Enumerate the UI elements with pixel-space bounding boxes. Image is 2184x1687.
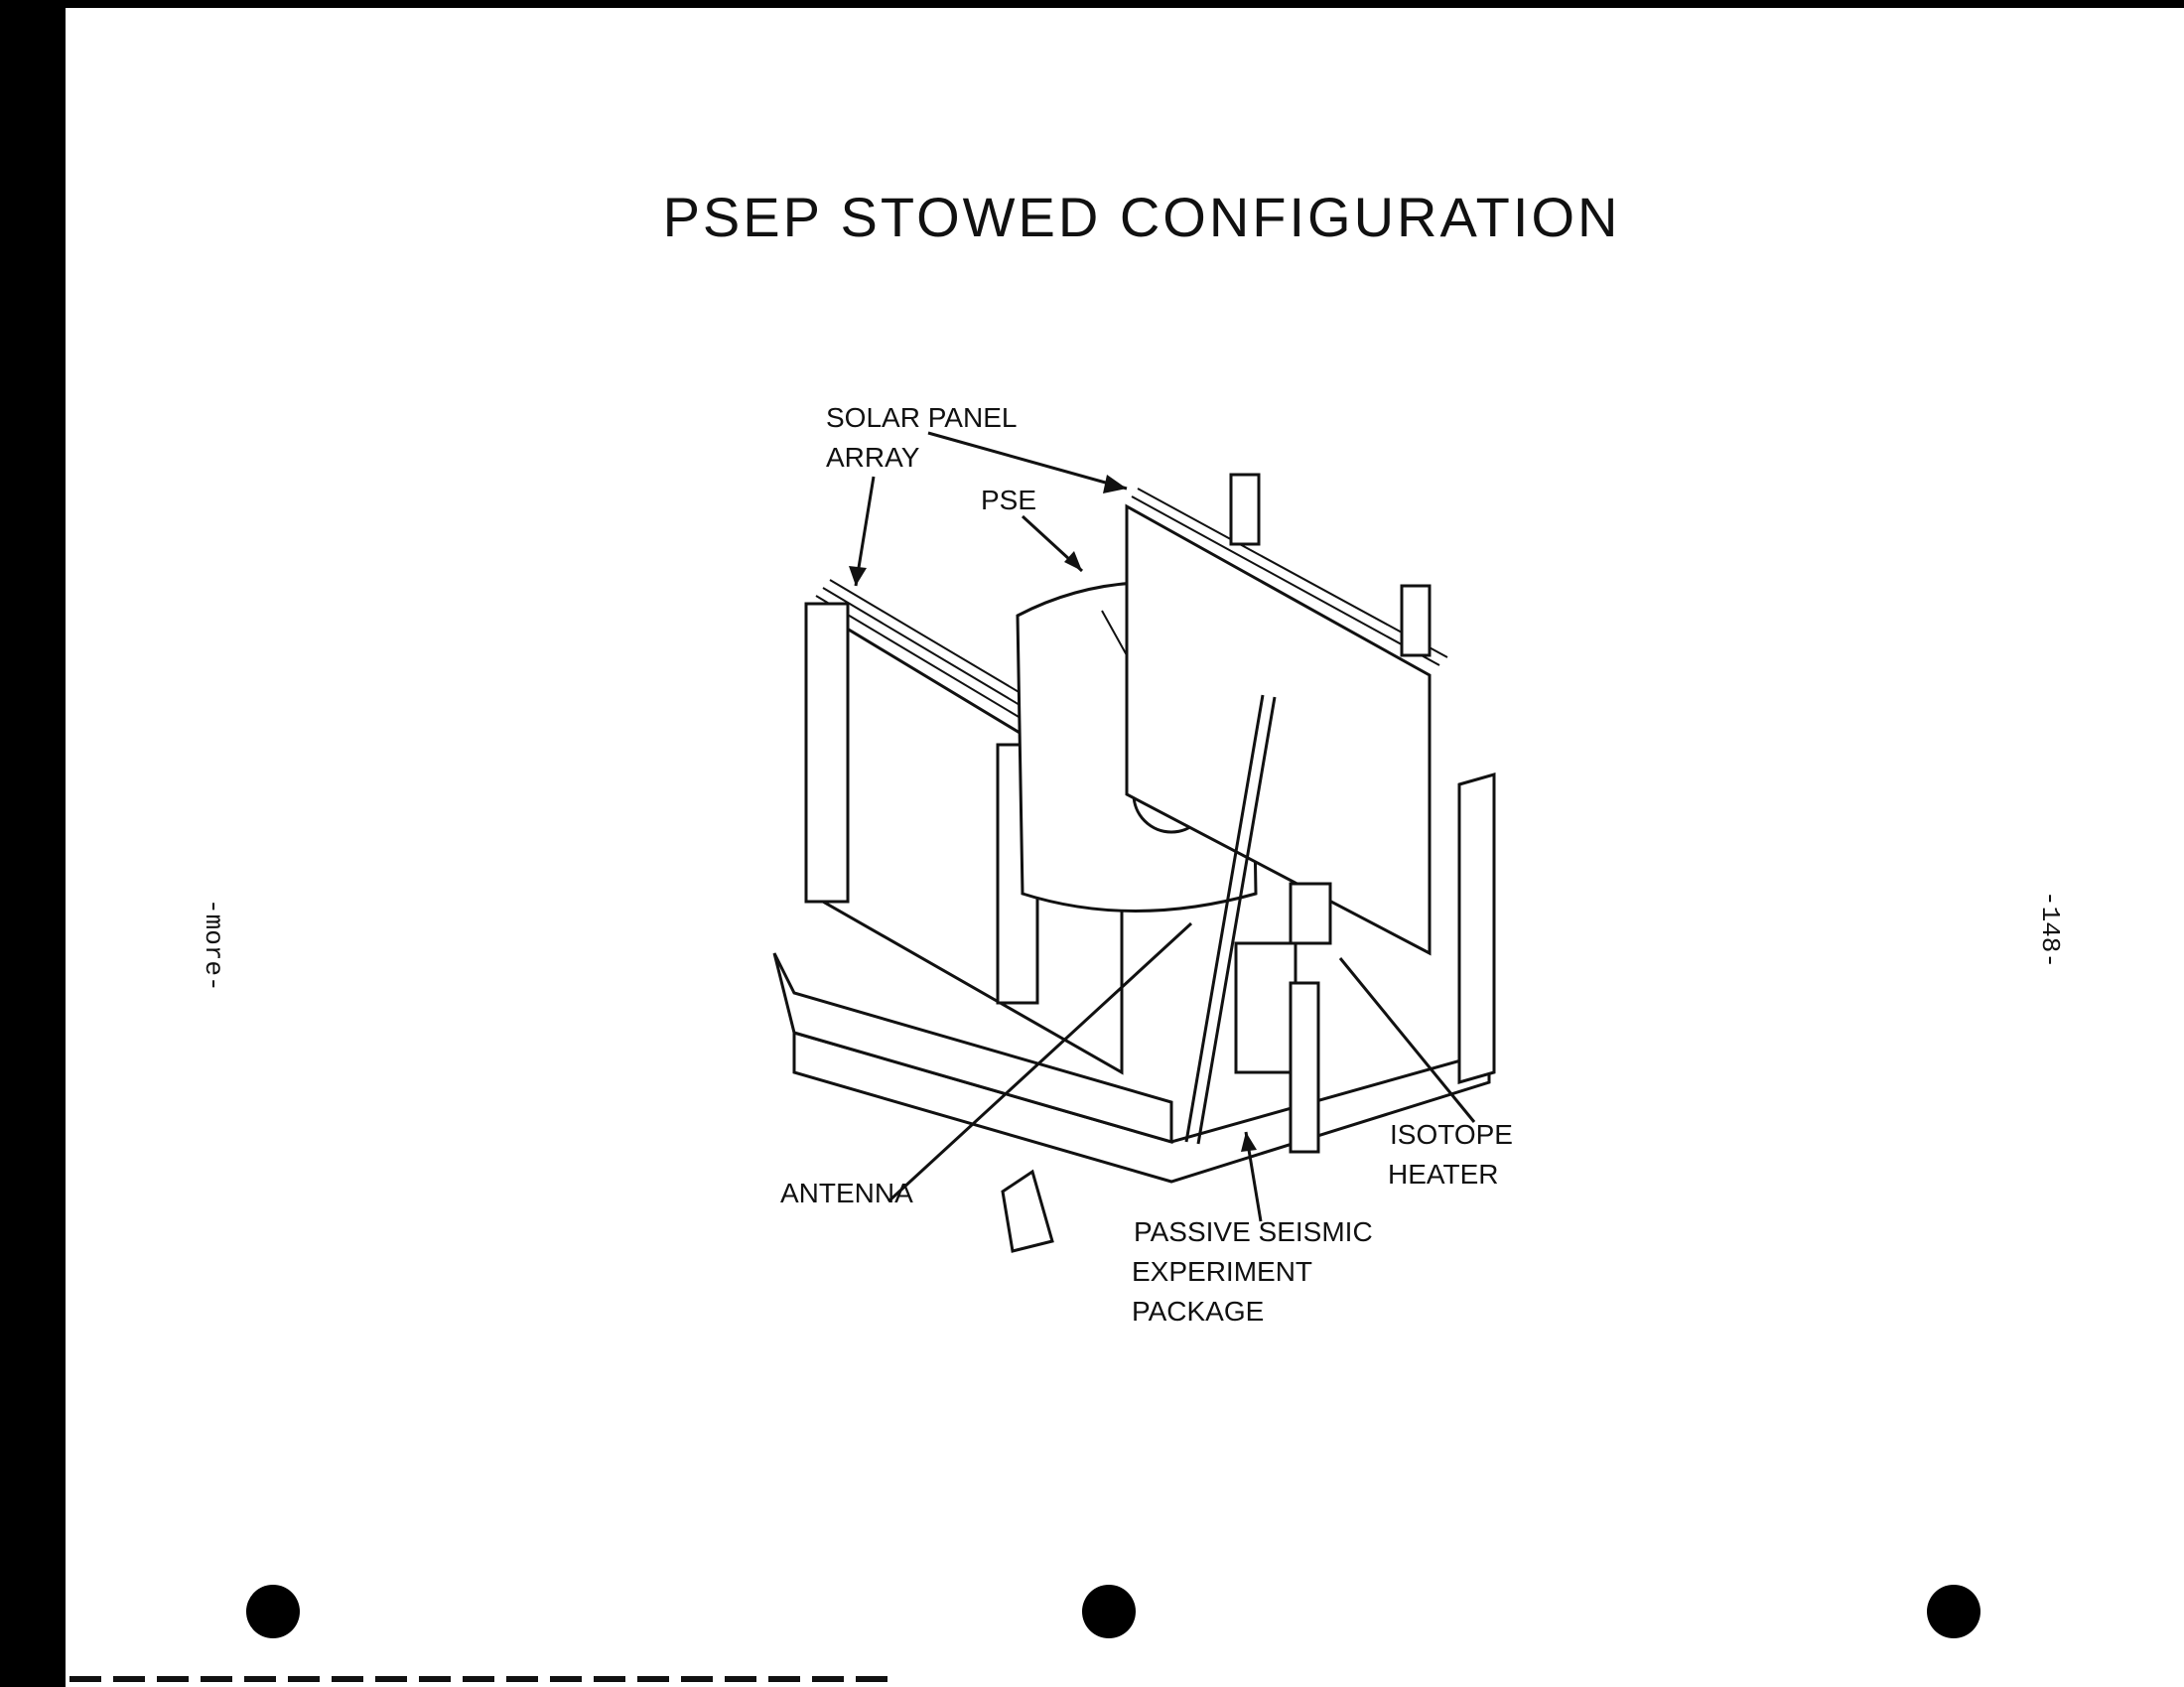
punch-hole-left <box>246 1585 300 1638</box>
label-isotope-line1: ISOTOPE <box>1390 1119 1513 1150</box>
scan-border-left <box>0 0 66 1687</box>
label-pse: PSE <box>981 485 1036 515</box>
bottom-dash-rule <box>69 1676 893 1682</box>
label-solar-panel-line1: SOLAR PANEL <box>826 402 1017 433</box>
psep-illustration <box>772 473 1496 1253</box>
front-foot <box>1001 1169 1054 1253</box>
label-passive-line2: EXPERIMENT <box>1132 1256 1312 1287</box>
page-title: PSEP STOWED CONFIGURATION <box>662 186 1621 248</box>
right-rail <box>1457 773 1496 1084</box>
isotope-heater-cap <box>1289 882 1332 945</box>
callout-lines <box>849 431 1476 1222</box>
punch-hole-right <box>1927 1585 1980 1638</box>
support-leg <box>1289 981 1320 1154</box>
label-passive-line1: PASSIVE SEISMIC <box>1134 1216 1373 1247</box>
right-solar-panel <box>1125 503 1432 956</box>
left-hinge-rail <box>804 602 850 904</box>
right-handle-2 <box>1400 584 1432 657</box>
label-isotope-line2: HEATER <box>1388 1159 1499 1190</box>
isotope-heater-block <box>1234 941 1297 1074</box>
right-handle-1 <box>1229 473 1261 546</box>
scan-border-top <box>0 0 2184 8</box>
antenna-mast <box>1184 694 1265 1143</box>
solar-panel-leader-right <box>927 431 1128 491</box>
label-passive-line3: PACKAGE <box>1132 1296 1264 1327</box>
label-antenna: ANTENNA <box>780 1178 913 1208</box>
label-solar-panel-line2: ARRAY <box>826 442 920 473</box>
base-frame-front <box>772 952 1173 1144</box>
isotope-heater-leader <box>1338 957 1476 1123</box>
punch-hole-center <box>1082 1585 1136 1638</box>
antenna-leader <box>887 921 1193 1203</box>
